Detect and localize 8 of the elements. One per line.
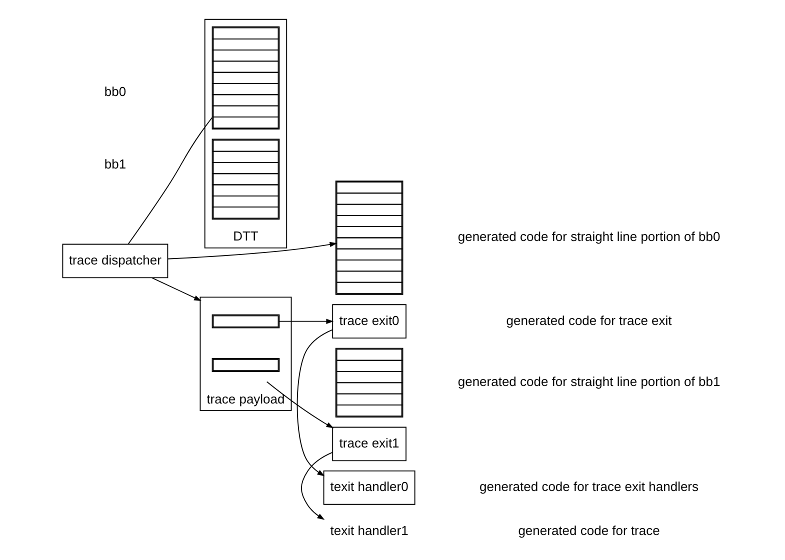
label: generated code for straight line portion of bb0 (457, 229, 720, 244)
label: generated code for trace exit handlers (479, 479, 698, 494)
label: generated code for trace (518, 522, 660, 538)
node-text: texit handler1 (330, 522, 408, 538)
label: generated code for straight line portion of bb1 (457, 374, 720, 390)
label: bb0 (104, 84, 126, 100)
label: bb1 (104, 156, 126, 172)
label: generated code for trace exit (506, 312, 672, 328)
